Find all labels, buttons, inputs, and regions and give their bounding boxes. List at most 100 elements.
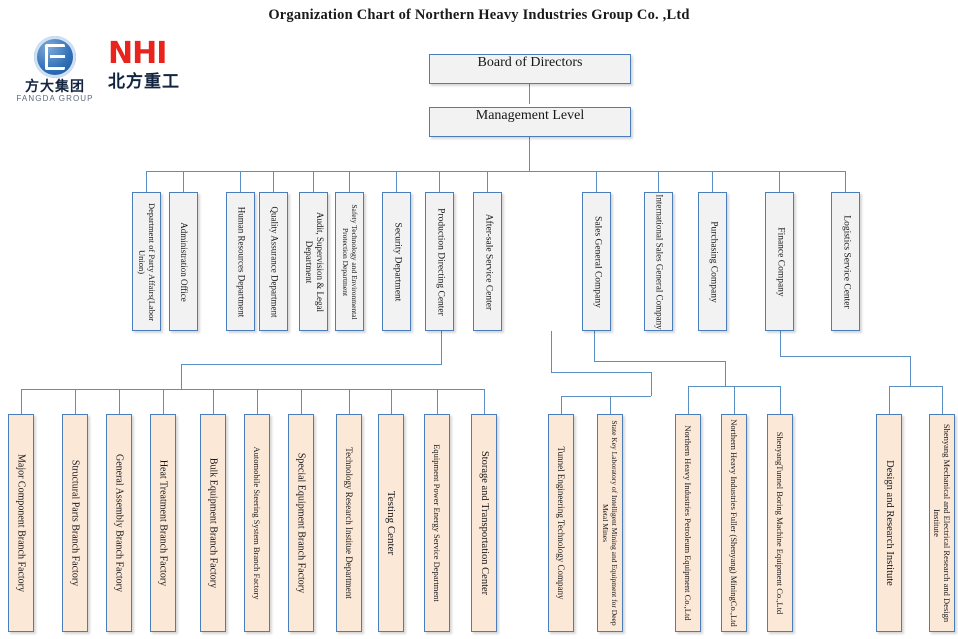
node-l3-subsidiary-3-label: ShenyangTunnel Boring Machine Equipment …: [775, 431, 785, 615]
node-l2-right-2[interactable]: International Sales General Company: [644, 192, 673, 331]
node-l3-production-7-label: Special Equipment Branch Factory: [295, 452, 307, 594]
node-l3-production-3-label: General Assembly Branch Factory: [113, 453, 125, 593]
node-l2-left-7[interactable]: Security Department: [382, 192, 411, 331]
connector-sales-drop: [551, 331, 552, 372]
connector-institute-bus: [889, 386, 942, 387]
node-l3-production-7[interactable]: Special Equipment Branch Factory: [288, 414, 314, 632]
node-l2-right-2-label: International Sales General Company: [654, 193, 664, 330]
node-l3-sales-1[interactable]: Tunnel Engineering Technology Company: [548, 414, 574, 632]
node-l2-left-5[interactable]: Audit, Supervision & Legal Department: [299, 192, 328, 331]
connector-l2-drop-12: [712, 171, 713, 192]
connector-l3p-drop-3: [119, 389, 120, 414]
node-l3-production-5-label: Bulk Equipment Branch Factory: [207, 457, 219, 589]
node-l3-subsidiary-1[interactable]: Northern Heavy Industries Petroleum Equi…: [675, 414, 701, 632]
connector-l2-drop-7: [396, 171, 397, 192]
nhi-logo-cn: 北方重工: [108, 72, 180, 92]
node-l3-subsidiary-2[interactable]: Northern Heavy Industries Fuller (Shenya…: [721, 414, 747, 632]
node-l3-production-2-label: Structural Parts Branch Factory: [69, 459, 81, 587]
node-l3-subsidiary-3[interactable]: ShenyangTunnel Boring Machine Equipment …: [767, 414, 793, 632]
node-l2-left-8[interactable]: Production Directing Center: [425, 192, 454, 331]
node-l3-production-10[interactable]: Equipment Power Energy Service Departmen…: [424, 414, 450, 632]
node-management-level-label: Management Level: [475, 108, 585, 123]
node-l3-production-10-label: Equipment Power Energy Service Departmen…: [432, 444, 442, 602]
node-l2-right-1[interactable]: Sales General Company: [582, 192, 611, 331]
node-l2-left-7-label: Security Department: [392, 222, 402, 301]
node-l3-institute-1[interactable]: Design and Research Institute: [876, 414, 902, 632]
connector-l3p-drop-1: [21, 389, 22, 414]
node-l3-production-8-label: Technology Research Institue Department: [344, 447, 354, 599]
node-l2-right-5-label: Logistics Service Center: [841, 214, 851, 309]
connector-l3p-drop-6: [257, 389, 258, 414]
node-l3-production-2[interactable]: Structural Parts Branch Factory: [62, 414, 88, 632]
connector-intl-elbow-drop: [725, 361, 726, 386]
connector-l2-drop-13: [779, 171, 780, 192]
connector-board-management: [529, 84, 530, 104]
node-l3-production-8[interactable]: Technology Research Institue Department: [336, 414, 362, 632]
node-l3-production-6[interactable]: Automobile Steering System Branch Factor…: [244, 414, 270, 632]
connector-level2-bus: [146, 171, 846, 172]
node-l2-right-1-label: Sales General Company: [592, 215, 602, 308]
connector-l2-drop-4: [273, 171, 274, 192]
node-l2-left-5-label: Audit, Supervision & Legal Department: [303, 211, 325, 312]
node-l3-production-3[interactable]: General Assembly Branch Factory: [106, 414, 132, 632]
node-l3-sales-2[interactable]: State Key Laboratory of Intelligent Mini…: [597, 414, 623, 632]
node-l2-right-4-label: Finance Company: [775, 226, 785, 297]
connector-right-elbow-drop: [910, 356, 911, 386]
connector-l2-drop-11: [658, 171, 659, 192]
connector-management-drop: [529, 137, 530, 171]
node-l2-right-3[interactable]: Purchasing Company: [698, 192, 727, 331]
node-l3-sales-1-label: Tunnel Engineering Technology Company: [556, 446, 566, 600]
connector-l3p-drop-11: [484, 389, 485, 414]
fangda-group-logo: 方大集团 FANGDA GROUP: [12, 36, 98, 103]
connector-l3p-drop-9: [391, 389, 392, 414]
connector-l3s-drop-2: [610, 396, 611, 414]
node-l2-left-1[interactable]: Department of Party Affairs(Labor Union): [132, 192, 161, 331]
connector-l2-drop-8: [439, 171, 440, 192]
node-l3-institute-1-label: Design and Research Institute: [884, 460, 895, 586]
connector-sales-elbow-drop: [651, 372, 652, 396]
node-l3-production-4[interactable]: Heat Treatment Branch Factory: [150, 414, 176, 632]
node-l3-institute-2[interactable]: Shenyang Mechanical and Electrical Resea…: [929, 414, 955, 632]
node-l2-left-8-label: Production Directing Center: [435, 207, 445, 316]
node-l2-left-3[interactable]: Human Resources Department: [226, 192, 255, 331]
node-l2-right-4[interactable]: Finance Company: [765, 192, 794, 331]
connector-production-elbow-drop: [181, 364, 182, 389]
connector-l3sub-drop-3: [780, 386, 781, 414]
node-l2-right-5[interactable]: Logistics Service Center: [831, 192, 860, 331]
node-l2-left-6[interactable]: Safety Technology and Environmental Prot…: [335, 192, 364, 331]
connector-production-elbow: [181, 364, 442, 365]
connector-l2-drop-9: [487, 171, 488, 192]
node-l2-left-9[interactable]: After-sale Service Center: [473, 192, 502, 331]
connector-l3i-drop-2: [942, 386, 943, 414]
node-management-level[interactable]: Management Level: [429, 107, 631, 137]
node-l3-production-11[interactable]: Storage and Transportation Center: [471, 414, 497, 632]
page-title: Organization Chart of Northern Heavy Ind…: [268, 7, 690, 23]
node-l2-left-1-label: Department of Party Affairs(Labor Union): [136, 202, 157, 321]
connector-sales-bus: [561, 396, 651, 397]
connector-intl-elbow: [594, 361, 725, 362]
node-board-of-directors[interactable]: Board of Directors: [429, 54, 631, 84]
connector-sales-elbow: [551, 372, 651, 373]
node-l3-production-1[interactable]: Major Component Branch Factory: [8, 414, 34, 632]
node-l3-production-6-label: Automobile Steering System Branch Factor…: [252, 446, 262, 600]
connector-production-drop: [441, 331, 442, 364]
node-l2-left-3-label: Human Resources Department: [236, 206, 246, 317]
fangda-logo-en: FANGDA GROUP: [16, 94, 94, 103]
node-l3-production-9[interactable]: Testing Center: [378, 414, 404, 632]
node-board-of-directors-label: Board of Directors: [477, 55, 583, 70]
connector-l2-drop-14: [845, 171, 846, 192]
fangda-logo-cn: 方大集团: [25, 79, 85, 95]
node-l2-left-2[interactable]: Administration Office: [169, 192, 198, 331]
connector-l2-drop-2: [183, 171, 184, 192]
node-l2-left-2-label: Administration Office: [178, 221, 189, 302]
connector-right-drop: [780, 331, 781, 356]
node-l3-sales-2-label: State Key Laboratory of Intelligent Mini…: [601, 420, 619, 626]
node-l3-production-11-label: Storage and Transportation Center: [479, 450, 490, 596]
node-l2-left-4[interactable]: Quality Assurance Department: [259, 192, 288, 331]
node-l3-production-5[interactable]: Bulk Equipment Branch Factory: [200, 414, 226, 632]
node-l3-production-1-label: Major Component Branch Factory: [15, 453, 27, 593]
node-l3-institute-2-label: Shenyang Mechanical and Electrical Resea…: [932, 423, 952, 623]
connector-l2-drop-6: [349, 171, 350, 192]
connector-right-elbow: [780, 356, 910, 357]
